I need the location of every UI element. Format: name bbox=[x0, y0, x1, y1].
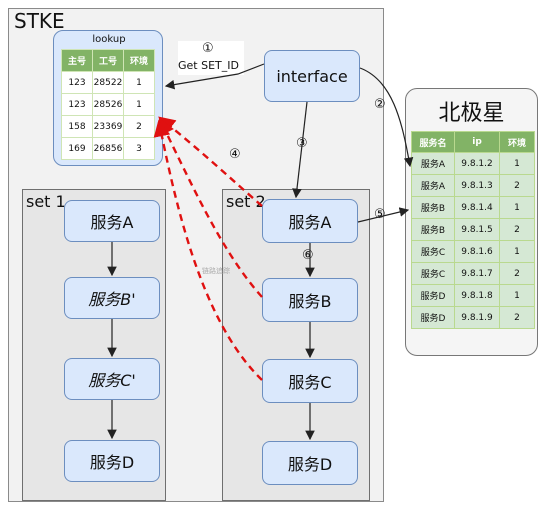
polaris-title: 北极星 bbox=[438, 101, 505, 126]
step-6-number: ⑥ bbox=[302, 248, 314, 263]
set2-service-c[interactable]: 服务C bbox=[262, 359, 358, 403]
get-set-id-text: Get SET_ID bbox=[178, 59, 239, 72]
set2-service-d[interactable]: 服务D bbox=[262, 441, 358, 485]
set2-label: set 2 bbox=[226, 192, 266, 211]
polaris-cell: 2 bbox=[499, 306, 535, 329]
polaris-cell: 9.8.1.4 bbox=[454, 196, 500, 219]
polaris-header-row: 服务名 ip 环境 bbox=[411, 131, 535, 153]
lookup-cell: 1 bbox=[123, 93, 155, 116]
polaris-header-cell: 环境 bbox=[499, 131, 535, 153]
get-set-id-label-box: ① Get SET_ID bbox=[178, 41, 244, 75]
polaris-cell: 1 bbox=[499, 196, 535, 219]
lookup-header-cell: 环境 bbox=[123, 49, 155, 72]
interface-to-lookup-arrow bbox=[164, 63, 265, 90]
red-dashed-from-service-b bbox=[158, 117, 263, 298]
set1-service-b-prime[interactable]: 服务B' bbox=[64, 277, 160, 319]
interface-to-service-a-arrow bbox=[292, 101, 308, 199]
set1-service-d[interactable]: 服务D bbox=[64, 440, 160, 482]
polaris-cell: 9.8.1.9 bbox=[454, 306, 500, 329]
lookup-row: 169 26856 3 bbox=[61, 137, 155, 160]
overlap-caption: 链路追踪 bbox=[202, 267, 230, 275]
lookup-table: 主号 工号 环境 123 28522 1 123 28526 1 158 233… bbox=[61, 49, 155, 160]
set2-service-a[interactable]: 服务A bbox=[262, 199, 358, 243]
stke-label: STKE bbox=[14, 9, 65, 33]
lookup-cell: 123 bbox=[61, 71, 93, 94]
polaris-cell: 服务A bbox=[411, 152, 455, 175]
lookup-header-cell: 工号 bbox=[92, 49, 124, 72]
interface-node[interactable]: interface bbox=[264, 50, 360, 102]
lookup-cell: 28522 bbox=[92, 71, 124, 94]
red-dashed-from-service-c bbox=[153, 119, 263, 381]
interface-to-polaris-arrow bbox=[359, 67, 414, 168]
polaris-cell: 2 bbox=[499, 218, 535, 241]
lookup-panel: lookup 主号 工号 环境 123 28522 1 123 28526 1 … bbox=[53, 30, 163, 166]
lookup-cell: 3 bbox=[123, 137, 155, 160]
polaris-header-cell: 服务名 bbox=[411, 131, 455, 153]
set1-label: set 1 bbox=[26, 192, 66, 211]
lookup-title: lookup bbox=[92, 34, 126, 45]
step-2-number: ② bbox=[374, 97, 386, 112]
polaris-cell: 1 bbox=[499, 284, 535, 307]
polaris-cell: 服务C bbox=[411, 240, 455, 263]
polaris-header-cell: ip bbox=[454, 131, 500, 153]
polaris-cell: 服务D bbox=[411, 284, 455, 307]
polaris-cell: 2 bbox=[499, 174, 535, 197]
polaris-cell: 9.8.1.5 bbox=[454, 218, 500, 241]
polaris-cell: 1 bbox=[499, 152, 535, 175]
polaris-cell: 服务B bbox=[411, 218, 455, 241]
set2-service-b[interactable]: 服务B bbox=[262, 278, 358, 322]
set1-service-c-prime[interactable]: 服务C' bbox=[64, 358, 160, 400]
red-dashed-from-service-a bbox=[158, 116, 263, 207]
step-4-number: ④ bbox=[229, 147, 241, 162]
polaris-cell: 1 bbox=[499, 240, 535, 263]
step-5-number: ⑤ bbox=[374, 207, 386, 222]
lookup-cell: 123 bbox=[61, 93, 93, 116]
step-1-number: ① bbox=[202, 41, 214, 56]
polaris-cell: 服务D bbox=[411, 306, 455, 329]
lookup-cell: 26856 bbox=[92, 137, 124, 160]
lookup-row: 123 28522 1 bbox=[61, 71, 155, 94]
service-a-to-polaris-arrow bbox=[357, 207, 410, 223]
lookup-row: 123 28526 1 bbox=[61, 93, 155, 116]
set1-service-a[interactable]: 服务A bbox=[64, 200, 160, 242]
